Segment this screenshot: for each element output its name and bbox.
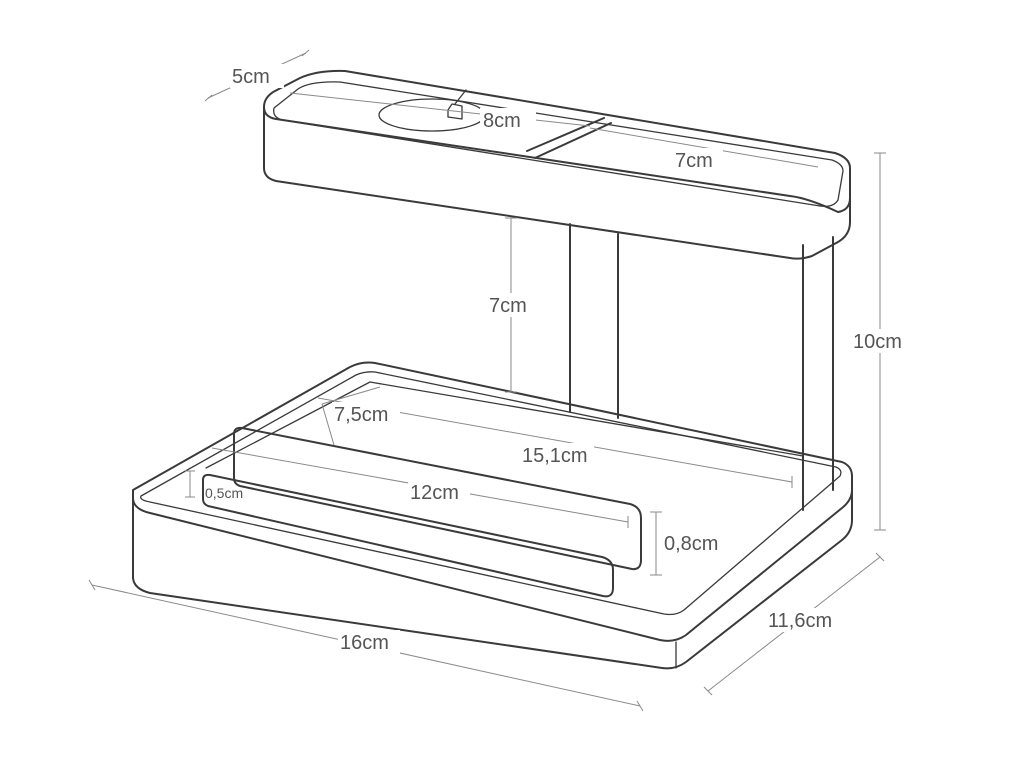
label-tray-inner-length: 15,1cm — [522, 445, 588, 467]
label-tray-inner-depth: 7,5cm — [334, 404, 388, 426]
label-pillar-height: 7cm — [489, 295, 527, 317]
label-top-depth: 5cm — [232, 66, 270, 88]
base-tray — [132, 361, 853, 670]
label-base-length: 16cm — [340, 632, 389, 654]
label-front-panel-length: 12cm — [410, 482, 459, 504]
top-tray — [263, 69, 851, 260]
rear-pillar — [569, 223, 834, 511]
label-base-depth: 11,6cm — [768, 610, 832, 632]
back-divider-panel — [233, 426, 642, 571]
label-total-height: 10cm — [853, 331, 902, 353]
dimension-labels: 5cm 8cm 7cm 7cm 10cm 7,5cm 15,1cm 12cm 0… — [205, 64, 914, 654]
label-panel-height: 0,8cm — [664, 533, 718, 555]
front-divider-panel — [202, 473, 614, 598]
label-top-slot-long: 8cm — [483, 110, 521, 132]
label-low-divider-height: 0,5cm — [205, 485, 243, 501]
label-top-slot-short: 7cm — [675, 150, 713, 172]
